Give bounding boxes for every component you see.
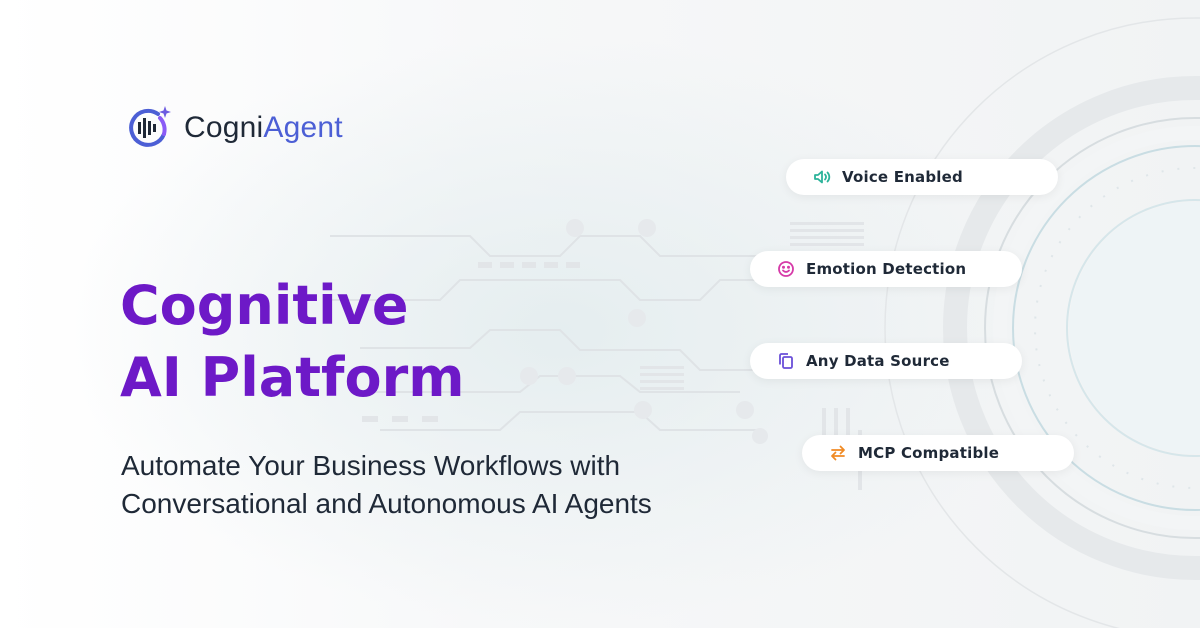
brand-logo: CogniAgent — [124, 104, 343, 152]
copy-icon — [776, 351, 796, 371]
feature-pill-emotion-detection: Emotion Detection — [750, 251, 1022, 287]
logo-icon — [129, 106, 171, 147]
smiley-icon — [776, 259, 796, 279]
feature-label: MCP Compatible — [858, 444, 1000, 462]
feature-pill-mcp-compatible: MCP Compatible — [802, 435, 1074, 471]
feature-label: Emotion Detection — [806, 260, 967, 278]
feature-label: Voice Enabled — [842, 168, 963, 186]
hero-subtitle: Automate Your Business Workflows with Co… — [121, 447, 652, 523]
swap-arrows-icon — [828, 443, 848, 463]
brand-name-part1: Cogni — [184, 111, 264, 144]
headline-line2: AI Platform — [120, 346, 465, 409]
feature-pill-voice-enabled: Voice Enabled — [786, 159, 1058, 195]
subtitle-line1: Automate Your Business Workflows with — [121, 450, 621, 481]
feature-pill-any-data-source: Any Data Source — [750, 343, 1022, 379]
brand-name: CogniAgent — [184, 111, 343, 145]
subtitle-line2: Conversational and Autonomous AI Agents — [121, 488, 652, 519]
headline-line1: Cognitive — [120, 274, 409, 337]
hero-headline: Cognitive AI Platform — [120, 270, 465, 414]
speaker-icon — [812, 167, 832, 187]
brand-name-part2: Agent — [263, 111, 343, 144]
feature-label: Any Data Source — [806, 352, 950, 370]
